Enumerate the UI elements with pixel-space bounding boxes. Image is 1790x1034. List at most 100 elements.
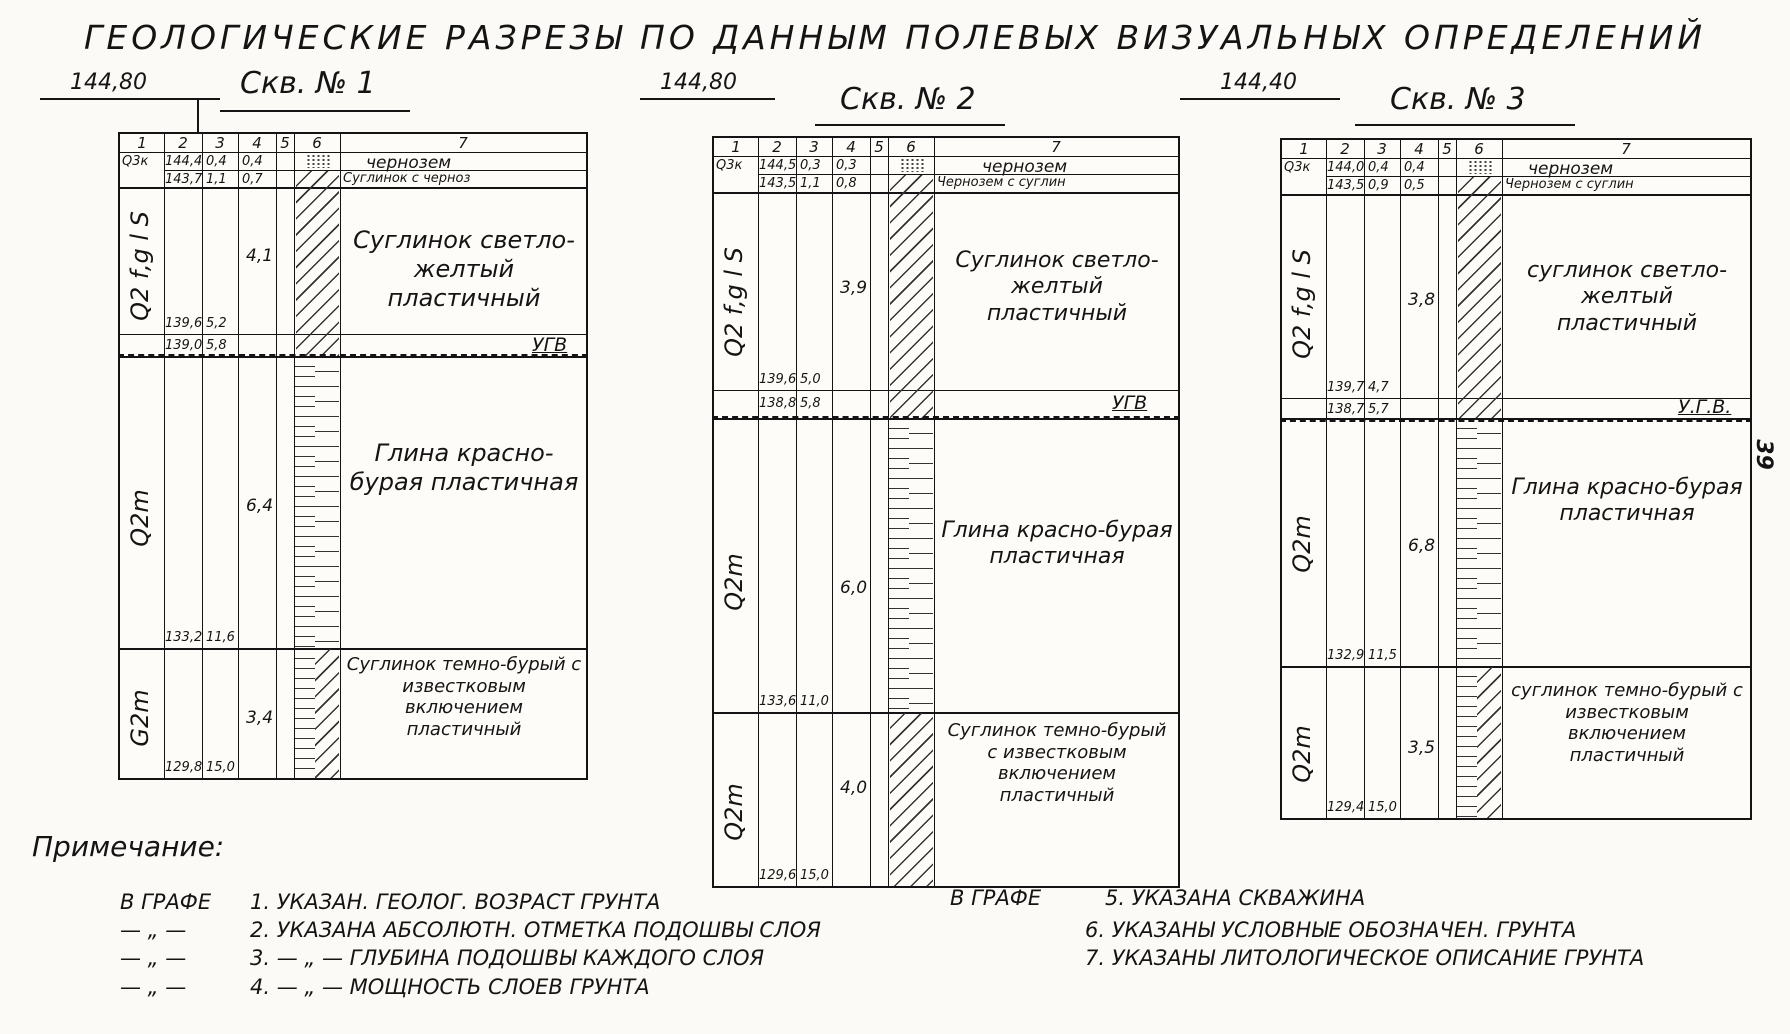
layer-depth: 0,4: [206, 154, 227, 169]
layer-description: Чернозем с суглин: [1505, 177, 1634, 192]
soil-symbol-chernozem: [306, 154, 332, 168]
ugv-label: У.Г.В.: [1678, 396, 1732, 418]
soil-symbol-loam-dark: [315, 649, 339, 778]
col-header-5: 5: [1442, 140, 1452, 158]
col-header-5: 5: [874, 138, 884, 156]
layer-abs-mark: 139,7: [1327, 380, 1365, 395]
layer-abs-mark: 139,6: [759, 372, 797, 387]
note-7: 7. УКАЗАНЫ ЛИТОЛОГИЧЕСКОЕ ОПИСАНИЕ ГРУНТ…: [1085, 946, 1645, 970]
layer-depth: 11,5: [1368, 648, 1397, 663]
layer-description: Глина красно-бурая пластичная: [349, 439, 579, 496]
col-header-6: 6: [312, 134, 322, 152]
col-header-2: 2: [1340, 140, 1350, 158]
layer-abs-mark: 129,6: [759, 868, 797, 883]
layer-depth: 11,0: [800, 694, 829, 709]
note-4: 4. — „ — МОЩНОСТЬ СЛОЕВ ГРУНТА: [250, 975, 650, 999]
layer-description: Глина красно-бурая пластичная: [941, 518, 1173, 570]
layer-thickness: 3,5: [1408, 738, 1436, 758]
layer-thickness: 3,4: [246, 708, 274, 728]
col-header-4: 4: [846, 138, 856, 156]
page-title: ГЕОЛОГИЧЕСКИЕ РАЗРЕЗЫ ПО ДАННЫМ ПОЛЕВЫХ …: [83, 18, 1707, 57]
layer-abs-mark: 144,4: [165, 154, 203, 169]
layer-description: чернозем: [366, 153, 452, 173]
ugv-abs-mark: 138,8: [759, 396, 797, 411]
layer-description: Суглинок с черноз: [343, 171, 471, 186]
col-header-1: 1: [137, 134, 147, 152]
note-2: 2. УКАЗАНА АБСОЛЮТН. ОТМЕТКА ПОДОШВЫ СЛО…: [250, 918, 821, 942]
note-ditto-2: — „ —: [120, 918, 187, 942]
col-header-3: 3: [809, 138, 819, 156]
elevation-line: [1180, 98, 1340, 100]
layer-age: Q2 f,g l S: [720, 247, 748, 357]
soil-symbol-loam: [296, 171, 339, 356]
soil-symbol-clay: [295, 357, 315, 647]
layer-abs-mark: 132,9: [1327, 648, 1365, 663]
notes-prefix-right: В ГРАФЕ: [950, 886, 1042, 910]
layer-age: Q3к: [122, 154, 149, 169]
layer-abs-mark: 143,5: [759, 176, 797, 191]
layer-description: суглинок светло-желтый пластичный: [1526, 258, 1728, 336]
col-header-2: 2: [178, 134, 188, 152]
well-elevation: 144,40: [1220, 70, 1297, 95]
well-section-3: 144,40 Скв. № 3 1 2 3 4 5 6 7 Q3к 144,0 …: [1180, 70, 1760, 820]
layer-abs-mark: 129,8: [165, 760, 203, 775]
layer-thickness: 4,1: [246, 246, 274, 266]
well-elevation: 144,80: [70, 70, 147, 95]
layer-abs-mark: 143,5: [1327, 178, 1365, 193]
col-header-5: 5: [280, 134, 290, 152]
layer-depth: 15,0: [1368, 800, 1397, 815]
elevation-line: [40, 98, 220, 100]
layer-depth: 4,7: [1368, 380, 1389, 395]
layer-age: Q2 f,g l S: [126, 211, 154, 321]
col-header-7: 7: [1051, 138, 1061, 156]
col-header-4: 4: [252, 134, 262, 152]
layer-thickness: 0,4: [242, 154, 263, 169]
layer-abs-mark: 133,6: [759, 694, 797, 709]
layer-abs-mark: 143,7: [165, 172, 203, 187]
layer-thickness: 0,4: [1404, 160, 1425, 175]
layer-depth: 0,3: [800, 158, 821, 173]
layer-thickness: 0,3: [836, 158, 857, 173]
ugv-depth: 5,8: [206, 338, 227, 353]
well-name-underline: [815, 124, 1005, 126]
col-header-1: 1: [1299, 140, 1309, 158]
layer-age: Q3к: [1284, 160, 1311, 175]
layer-description: суглинок темно-бурый с известковым включ…: [1511, 680, 1743, 766]
note-ditto-3: — „ —: [120, 946, 187, 970]
ugv-dashed-line: [1280, 420, 1752, 422]
layer-age: Q2m: [720, 553, 748, 611]
layer-depth: 0,4: [1368, 160, 1389, 175]
layer-age: Q2m: [1288, 725, 1316, 783]
well-log-table-1: 1 2 3 4 5 6 7 Q3к 144,4 0,4 0,4 чернозем…: [118, 132, 588, 780]
ugv-dashed-line: [118, 354, 588, 356]
layer-thickness: 3,8: [1408, 290, 1436, 310]
col-header-6: 6: [906, 138, 916, 156]
layer-thickness: 0,5: [1404, 178, 1425, 193]
col-header-7: 7: [1621, 140, 1631, 158]
layer-abs-mark: 144,0: [1327, 160, 1365, 175]
well-name-underline: [220, 110, 410, 112]
notes-prefix-left: В ГРАФЕ: [120, 890, 212, 914]
col-header-3: 3: [1377, 140, 1387, 158]
layer-thickness: 3,9: [840, 278, 868, 298]
ugv-dashed-line: [712, 416, 1180, 418]
layer-depth: 5,0: [800, 372, 821, 387]
note-5: 5. УКАЗАНА СКВАЖИНА: [1105, 886, 1366, 910]
layer-depth: 1,1: [800, 176, 821, 191]
layer-description: Глина красно-бурая пластичная: [1511, 475, 1743, 527]
well-section-2: 144,80 Скв. № 2 1 2 3 4 5 6 7 Q3к 144,5 …: [640, 70, 1180, 888]
layer-description: чернозем: [1528, 159, 1614, 179]
layer-thickness: 4,0: [840, 778, 868, 798]
layer-thickness: 0,7: [242, 172, 263, 187]
layer-abs-mark: 133,2: [165, 630, 203, 645]
ugv-depth: 5,7: [1368, 402, 1389, 417]
layer-abs-mark: 129,4: [1327, 800, 1365, 815]
well-elevation: 144,80: [660, 70, 737, 95]
well-log-table-2: 1 2 3 4 5 6 7 Q3к 144,5 0,3 0,3 чернозем…: [712, 136, 1180, 888]
layer-depth: 1,1: [206, 172, 227, 187]
layer-depth: 11,6: [206, 630, 235, 645]
layer-abs-mark: 144,5: [759, 158, 797, 173]
layer-thickness: 0,8: [836, 176, 857, 191]
ugv-abs-mark: 138,7: [1327, 402, 1365, 417]
layer-description: Суглинок темно-бурый с известковым включ…: [346, 654, 582, 740]
